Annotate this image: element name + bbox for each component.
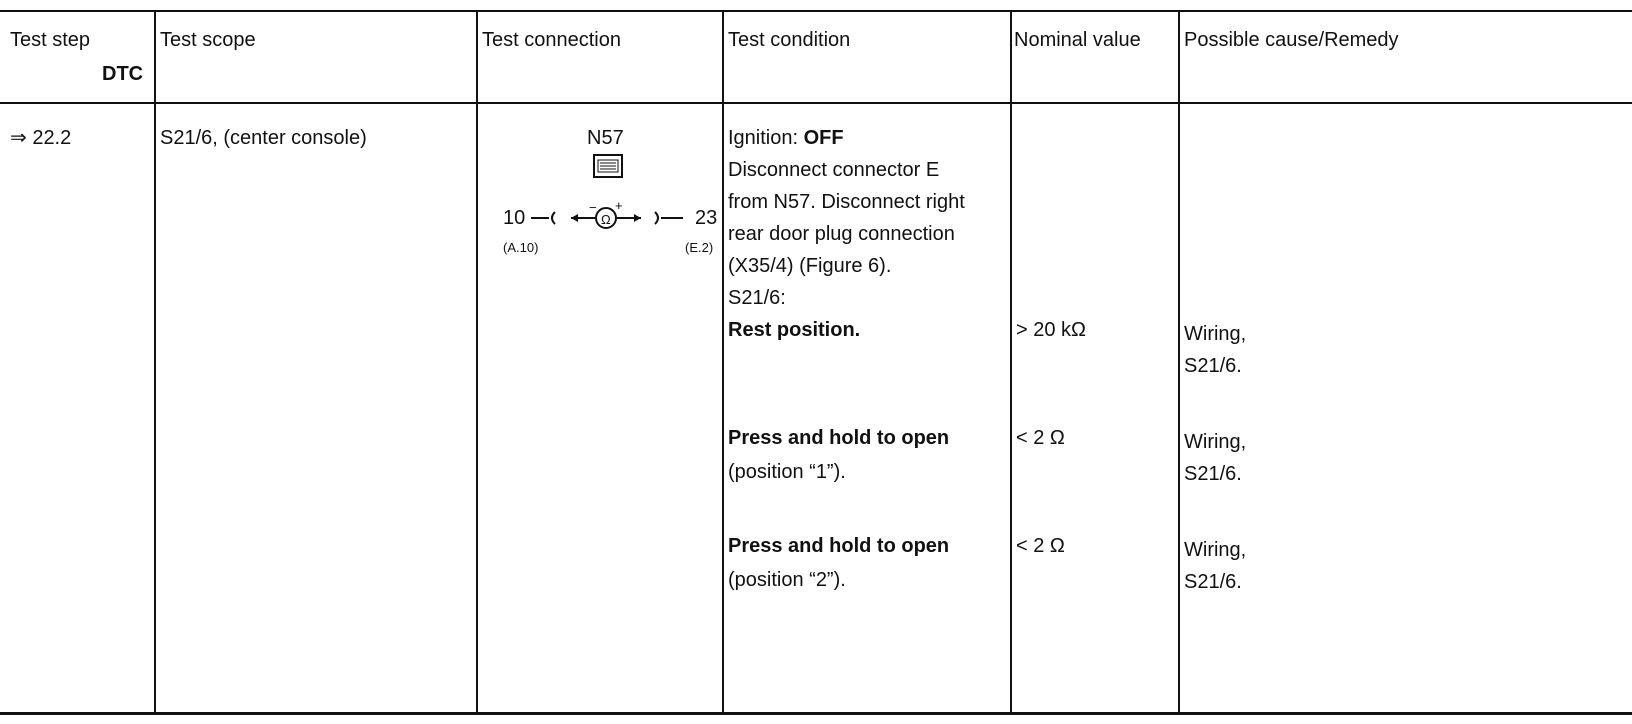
check-3-remedy-2: S21/6. — [1184, 571, 1242, 593]
check-3-condition: Press and hold to open — [728, 535, 950, 557]
column-divider-3 — [722, 10, 724, 713]
header-bottom-border — [0, 102, 1632, 104]
check-1-condition: Rest position. — [728, 319, 861, 341]
condition-line-4: rear door plug connection — [728, 223, 955, 245]
check-2-condition: Press and hold to open — [728, 427, 950, 449]
column-divider-4 — [1010, 10, 1012, 713]
check-1-remedy-1: Wiring, — [1184, 323, 1247, 345]
pin-right: 23 — [695, 207, 718, 229]
check-2-nominal: < 2 Ω — [1016, 427, 1065, 449]
ohm-symbol: Ω — [601, 212, 611, 227]
column-divider-5 — [1178, 10, 1180, 713]
header-test-step: Test step — [10, 29, 91, 51]
condition-line-6: S21/6: — [728, 287, 786, 309]
ref-left: (A.10) — [503, 240, 539, 255]
ref-right: (E.2) — [685, 240, 714, 255]
condition-ignition: Ignition: OFF — [728, 126, 844, 150]
test-scope-value: S21/6, (center console) — [160, 127, 367, 149]
check-2-remedy-2: S21/6. — [1184, 463, 1242, 485]
check-3-condition-2: (position “2”). — [728, 569, 846, 591]
control-module-icon — [593, 154, 623, 178]
check-3-nominal: < 2 Ω — [1016, 535, 1065, 557]
minus-sign: − — [589, 200, 597, 215]
test-step-value: ⇒ 22.2 — [10, 127, 72, 149]
check-1-remedy-2: S21/6. — [1184, 355, 1242, 377]
header-nominal-value: Nominal value — [1014, 29, 1141, 51]
ignition-value: OFF — [803, 127, 844, 149]
header-test-connection: Test connection — [482, 29, 621, 51]
plus-sign: + — [615, 198, 623, 213]
condition-line-2: Disconnect connector E — [728, 159, 940, 181]
condition-line-5: (X35/4) (Figure 6). — [728, 255, 892, 277]
check-1-nominal: > 20 kΩ — [1016, 319, 1086, 341]
header-dtc: DTC — [102, 63, 144, 85]
ohmmeter-connection-symbol — [531, 207, 683, 229]
column-divider-2 — [476, 10, 478, 713]
header-test-scope: Test scope — [160, 29, 256, 51]
test-connection-diagram: N57 10 Ω − + 23 (A.10) (E.2) — [503, 127, 725, 260]
table-bottom-border — [0, 712, 1632, 715]
condition-line-3: from N57. Disconnect right — [728, 191, 965, 213]
pin-left: 10 — [503, 207, 526, 229]
module-label: N57 — [587, 127, 624, 149]
ignition-label: Ignition: — [728, 127, 804, 149]
check-2-remedy-1: Wiring, — [1184, 431, 1247, 453]
table-top-border — [0, 10, 1632, 12]
column-divider-1 — [154, 10, 156, 713]
header-possible-cause: Possible cause/Remedy — [1184, 29, 1399, 51]
header-test-condition: Test condition — [728, 29, 851, 51]
check-3-remedy-1: Wiring, — [1184, 539, 1247, 561]
check-2-condition-2: (position “1”). — [728, 461, 846, 483]
